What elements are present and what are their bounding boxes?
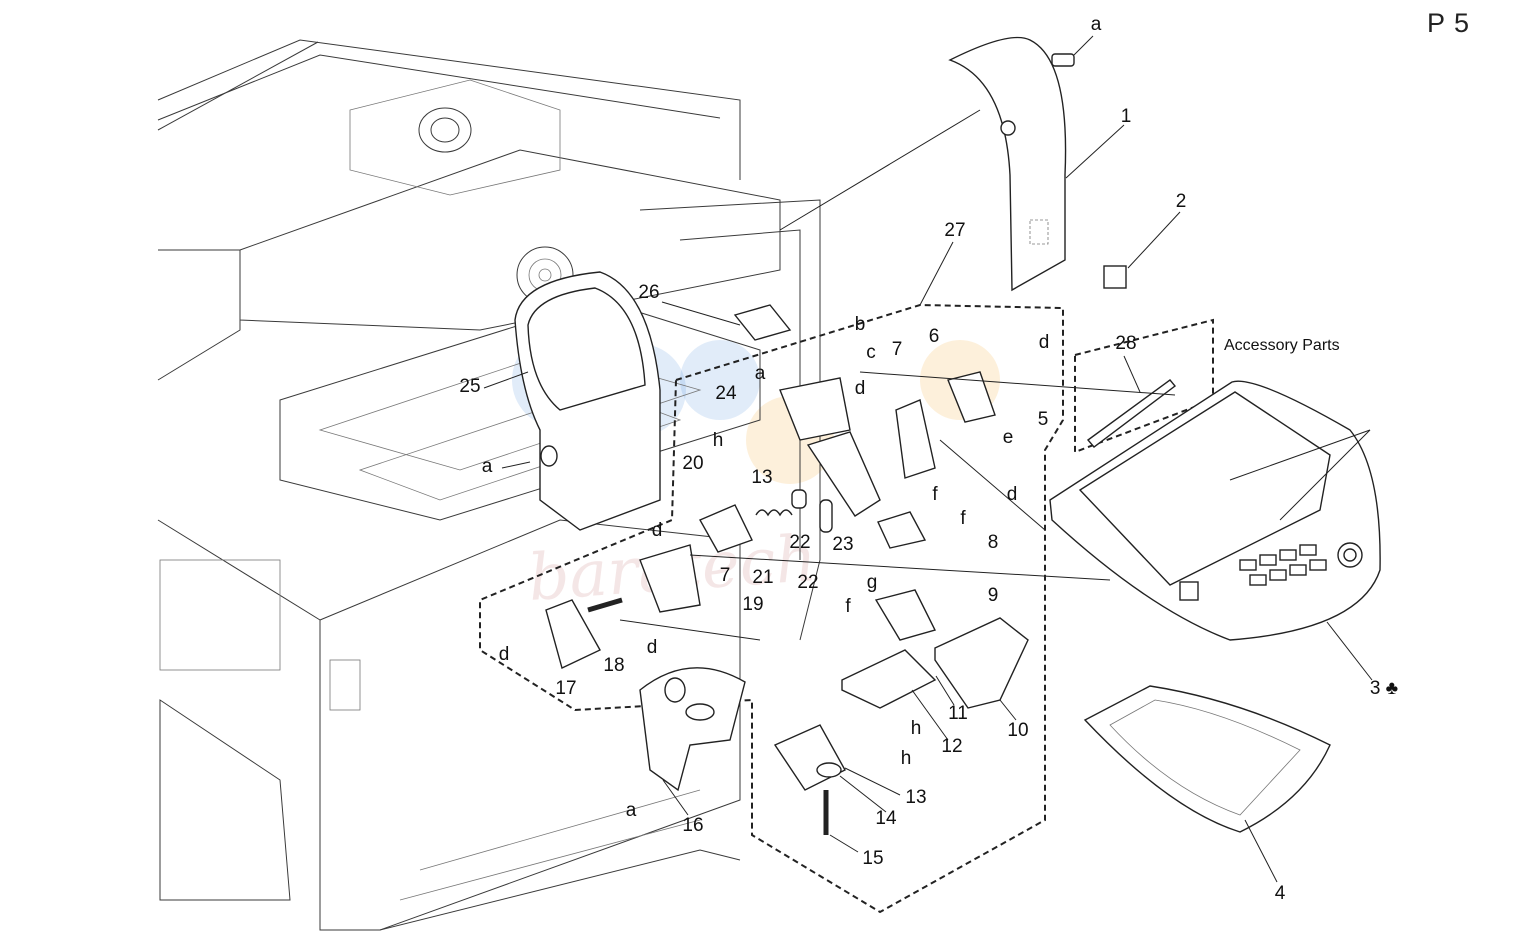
part-1-cover (948, 36, 1067, 292)
callout-label: 24 (715, 383, 737, 404)
callout-label: d (652, 520, 663, 541)
callout-label: 13 (751, 467, 772, 488)
part-22-collar (791, 489, 807, 509)
callout-label: h (911, 718, 922, 739)
part-17-bracket (545, 599, 601, 669)
part-2-label (1103, 265, 1127, 289)
part-10 (934, 617, 1029, 709)
callout-label: 8 (988, 532, 999, 553)
part-26 (733, 304, 792, 341)
callout-label: a (755, 363, 766, 384)
part-8-bracket (877, 511, 927, 549)
callout-label: h (901, 748, 912, 769)
callout-label: f (932, 484, 938, 505)
callout-label: a (626, 800, 637, 821)
part-24-bracket (779, 377, 851, 441)
side-vents (159, 559, 281, 671)
callout-label: f (845, 596, 851, 617)
part-5-bracket (947, 371, 996, 423)
part-18-pin (587, 597, 623, 613)
callout-label: 11 (948, 703, 968, 724)
callout-label: d (1039, 332, 1050, 353)
callout-label: 16 (682, 815, 703, 836)
callout-label: 27 (944, 220, 965, 241)
part-25-housing (514, 271, 661, 531)
callout-label: 3 ♣ (1370, 678, 1398, 699)
callout-label: c (866, 342, 876, 363)
callout-label: a (482, 456, 493, 477)
page-number: P 5 (1426, 8, 1470, 38)
part-28-stylus (1086, 379, 1177, 448)
callout-label: 26 (638, 282, 659, 303)
callout-label: b (855, 314, 866, 335)
callout-label: 23 (832, 534, 853, 555)
callout-label: 22 (789, 532, 810, 553)
callout-label: 13 (905, 787, 926, 808)
accessory-parts-label: Accessory Parts (1224, 337, 1340, 354)
screw-a-top (1051, 53, 1075, 67)
machine-frame (157, 39, 821, 931)
keypad (1179, 542, 1363, 601)
part-9-bracket (874, 589, 937, 641)
callout-label: 21 (752, 567, 773, 588)
callout-label: 6 (929, 326, 940, 347)
callout-label: 17 (555, 678, 576, 699)
part-23-bracket (806, 431, 881, 517)
part-19-bracket (639, 544, 701, 613)
part-16-cover (639, 667, 746, 792)
callout-label: 19 (742, 594, 763, 615)
leader-lines (483, 35, 1373, 883)
part-12-bracket (841, 649, 937, 709)
callout-label: 28 (1115, 333, 1136, 354)
callout-label: e (1003, 427, 1014, 448)
callout-label: 7 (892, 339, 903, 360)
callout-label: 14 (875, 808, 897, 829)
part-20-bracket (699, 504, 753, 553)
callout-label: g (867, 572, 878, 593)
part-3-control-panel (1049, 380, 1381, 641)
callout-label: 7 (720, 565, 731, 586)
callout-label: 10 (1007, 720, 1028, 741)
callout-label: 22 (797, 572, 818, 593)
callout-label: 2 (1176, 191, 1187, 212)
callout-label: h (713, 430, 724, 451)
callout-label: 4 (1275, 883, 1286, 904)
part-22-shaft (819, 499, 833, 533)
part-14-bracket (773, 724, 846, 791)
part-4-lower-cover (1083, 685, 1331, 833)
callout-label: 9 (988, 585, 999, 606)
callout-label: f (960, 508, 966, 529)
callout-label: d (855, 378, 866, 399)
callout-label: 15 (862, 848, 883, 869)
callout-label: 12 (941, 736, 962, 757)
callout-label: d (1007, 484, 1018, 505)
callout-label: 25 (459, 376, 480, 397)
callout-label: 20 (682, 453, 703, 474)
callout-label: a (1091, 14, 1102, 35)
part-21-spring (755, 509, 793, 517)
callout-label: d (647, 637, 658, 658)
callout-label: 1 (1121, 106, 1132, 127)
callout-label: d (499, 644, 510, 665)
part-6-bracket (895, 399, 936, 479)
callout-label: 18 (603, 655, 624, 676)
callout-label: 5 (1038, 409, 1049, 430)
